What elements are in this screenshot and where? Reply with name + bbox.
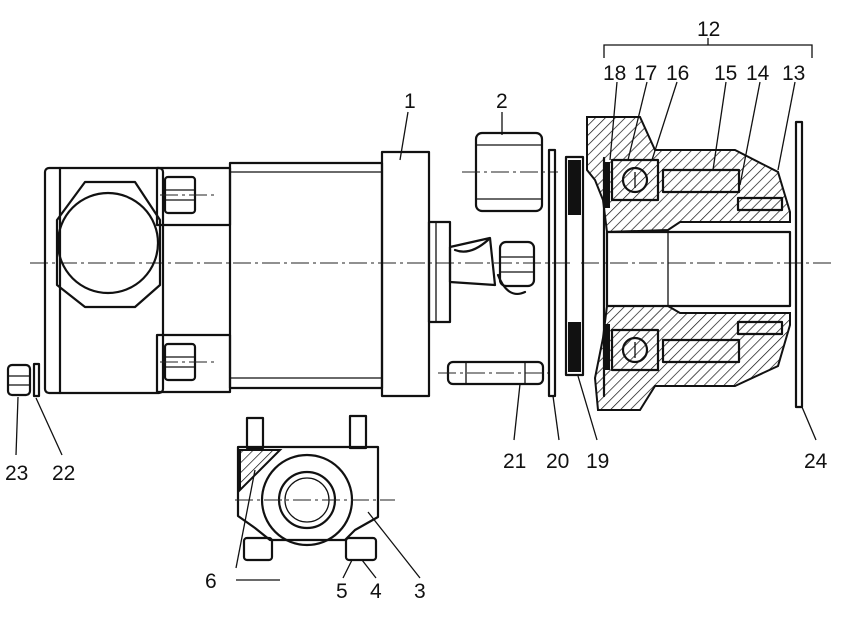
motor-body [43, 150, 536, 398]
bracket-foot-right [344, 536, 378, 562]
label-16: 16 [666, 62, 689, 85]
part-labels: 12 18 17 16 15 14 13 1 2 21 20 19 24 23 … [5, 18, 828, 603]
lower-ball-bearing [610, 328, 660, 372]
upper-gear-channel [661, 168, 741, 194]
label-19: 19 [586, 450, 609, 473]
label-17: 17 [634, 62, 657, 85]
nut-part-23 [6, 363, 32, 397]
end-gasket-part-24 [794, 120, 804, 409]
bolt-head-lower [160, 342, 215, 382]
leader-lines [15, 38, 817, 581]
bracket-section-6 [239, 449, 283, 493]
label-3: 3 [414, 580, 426, 603]
lower-gear-channel [661, 338, 741, 364]
washer-part-22 [32, 362, 41, 398]
label-6: 6 [205, 570, 217, 593]
label-4: 4 [370, 580, 382, 603]
motor-shaft-taper [448, 236, 497, 287]
label-2: 2 [496, 90, 508, 113]
label-12: 12 [697, 18, 720, 41]
label-21: 21 [503, 450, 526, 473]
label-18: 18 [603, 62, 626, 85]
bolt-head-upper [160, 175, 215, 215]
stud-part-21 [438, 360, 552, 386]
motor-front-flange [380, 150, 431, 398]
key-part-2 [462, 131, 558, 213]
mounting-bracket [235, 414, 395, 562]
label-5: 5 [336, 580, 348, 603]
label-23: 23 [5, 462, 28, 485]
housing-lower-half [593, 305, 791, 411]
label-1: 1 [404, 90, 416, 113]
label-20: 20 [546, 450, 569, 473]
label-15: 15 [714, 62, 737, 85]
plate-part-19 [564, 155, 585, 377]
octagonal-end-nut [55, 180, 162, 309]
shaft-nut [496, 240, 536, 296]
label-22: 22 [52, 462, 75, 485]
gear-housing-assembly [586, 116, 792, 411]
label-14: 14 [746, 62, 770, 85]
label-24: 24 [804, 450, 828, 473]
housing-upper-half [586, 116, 791, 234]
label-13: 13 [782, 62, 805, 85]
end-bore-circle [56, 191, 160, 295]
gasket-part-20 [547, 148, 557, 398]
upper-ball-bearing [610, 158, 660, 202]
bracket-foot-left [242, 536, 274, 562]
housing-bore [605, 230, 792, 308]
